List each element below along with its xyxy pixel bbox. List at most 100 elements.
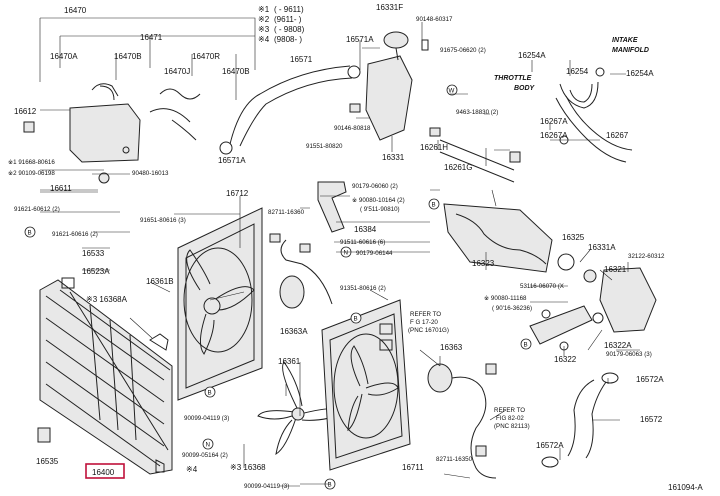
label-16361: 16361: [278, 357, 301, 366]
label-82711: 82711-16360: [268, 209, 305, 216]
thermostat-housing: [557, 253, 657, 333]
note-1: ※1: [258, 5, 270, 14]
label-90179b: 90179-06144: [356, 250, 393, 257]
bypass-pipe: [439, 139, 521, 183]
label-16368A: ※3 16368A: [86, 295, 128, 304]
reservoir-group: [23, 17, 256, 191]
label-90109: ※2 90109-06198: [8, 170, 55, 177]
label-90146: 90146-80818: [334, 125, 371, 132]
svg-text:N: N: [344, 250, 348, 257]
radiator: [37, 277, 173, 475]
label-16321: 16321: [604, 265, 627, 274]
svg-text:B: B: [328, 482, 332, 489]
label-n4: ※4: [186, 465, 198, 474]
label-16331F: 16331F: [376, 3, 403, 12]
label-16711: 16711: [402, 463, 424, 472]
label-16267A-top: 16267A: [540, 117, 568, 126]
leader-lines: [40, 22, 640, 487]
label-16470: 16470: [64, 6, 87, 15]
label-16572: 16572: [640, 415, 663, 424]
label-16331: 16331: [382, 153, 405, 162]
note-throttle-2: BODY: [514, 85, 536, 92]
label-90480: 90480-16013: [132, 170, 169, 177]
note-4: ※4: [258, 35, 270, 44]
label-16261H: 16261H: [420, 143, 448, 152]
cap-16611: [98, 172, 110, 184]
label-91551a: 91551-80820: [306, 143, 343, 150]
label-ref1-c: (PNC 16701G): [408, 327, 449, 334]
label-ref2-c: (PNC 82113): [494, 423, 530, 430]
label-16331A: 16331A: [588, 243, 616, 252]
label-16572A-bottom: 16572A: [536, 441, 564, 450]
lower-hose: [541, 372, 619, 468]
label-32122: 32122-60312: [628, 253, 665, 260]
svg-text:B: B: [432, 202, 436, 209]
label-16323: 16323: [472, 259, 495, 268]
label-16611: 16611: [50, 184, 72, 193]
svg-text:B: B: [524, 342, 528, 349]
label-16363: 16363: [440, 343, 463, 352]
label-16254A-right: 16254A: [626, 69, 654, 78]
note-1-range: ( - 9611): [274, 5, 304, 14]
label-90080: ※ 90080-10164 (2): [352, 197, 405, 204]
throttle-hoses: [555, 67, 633, 163]
note-2: ※2: [258, 15, 270, 24]
svg-text:B: B: [354, 316, 358, 323]
label-16571A-bottom: 16571A: [218, 156, 246, 165]
part-labels: 16470 16471 16470A 16470B 16470J 16470R …: [8, 3, 703, 492]
label-16261G: 16261G: [444, 163, 472, 172]
note-4-range: (9808- ): [274, 35, 302, 44]
label-91351: 91351-80616 (2): [340, 285, 386, 292]
label-90080b: ( 9'511-90810): [360, 206, 400, 213]
label-90099b: 90099-05164 (2): [182, 452, 228, 459]
upper-hose: [219, 65, 361, 155]
label-91511: 91511-60616 (6): [340, 239, 385, 246]
label-90099c: 90099-04119 (3): [244, 483, 289, 490]
label-16470R: 16470R: [192, 52, 220, 61]
label-90080c: ※ 90080-11168: [484, 295, 527, 302]
label-16400: 16400: [92, 468, 115, 477]
note-intake-2: MANIFOLD: [612, 47, 649, 54]
inlet-pipe: [529, 305, 593, 351]
label-91621a: 91621-60612 (2): [14, 206, 60, 213]
label-16267A-lower: 16267A: [540, 131, 568, 140]
label-16254: 16254: [566, 67, 589, 76]
label-16571: 16571: [290, 55, 313, 64]
note-3-range: ( - 9808): [274, 25, 305, 34]
label-16368: ※3 16368: [230, 463, 266, 472]
label-16363A: 16363A: [280, 327, 308, 336]
label-16470B-right: 16470B: [222, 67, 250, 76]
label-16470B-top: 16470B: [114, 52, 142, 61]
reservoir-tank: [69, 103, 141, 163]
label-53116: 53116-06070 (X: [520, 283, 564, 290]
label-90099a: 90099-04119 (3): [184, 415, 229, 422]
label-90148: 90148-60317: [416, 16, 453, 23]
label-16470A: 16470A: [50, 52, 78, 61]
label-16533: 16533: [82, 249, 105, 258]
label-90080d: ( 90'16-36236): [492, 305, 532, 312]
label-91621b: 91621-60616 (2): [52, 231, 98, 238]
note-3: ※3: [258, 25, 270, 34]
label-16254A-top: 16254A: [518, 51, 546, 60]
label-16471: 16471: [140, 33, 163, 42]
note-throttle-1: THROTTLE: [494, 75, 532, 82]
svg-text:N: N: [206, 442, 210, 449]
label-ref1-a: REFER TO: [410, 311, 441, 318]
water-outlet: [349, 31, 441, 141]
label-16535: 16535: [36, 457, 59, 466]
label-9463: 9463-18830 (2): [456, 109, 498, 116]
label-16571A-top: 16571A: [346, 35, 374, 44]
label-91651: 91651-80616 (3): [140, 217, 186, 224]
label-16384: 16384: [354, 225, 377, 234]
water-pipe-16323: [443, 203, 553, 273]
note-2-range: (9611- ): [274, 15, 302, 24]
label-16712: 16712: [226, 189, 249, 198]
label-16322A: 16322A: [604, 341, 632, 350]
label-16325: 16325: [562, 233, 585, 242]
label-91668: ※1 91668-80616: [8, 159, 55, 166]
label-16612: 16612: [14, 107, 37, 116]
label-16470J: 16470J: [164, 67, 190, 76]
label-16572A-top: 16572A: [636, 375, 664, 384]
cap-16535: [37, 427, 51, 443]
